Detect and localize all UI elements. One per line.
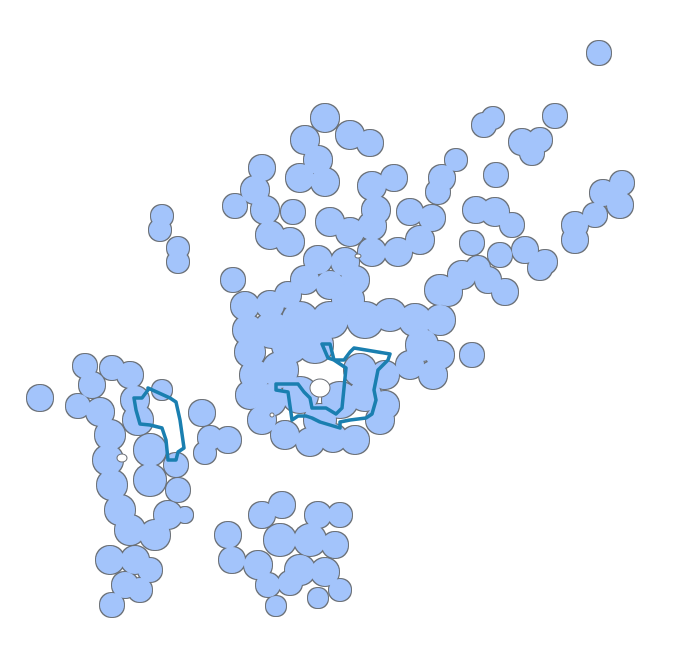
bottom-cluster (215, 492, 352, 616)
upper-right-cluster (472, 41, 611, 165)
right-arm-cluster (425, 149, 634, 367)
buffer-circles-layer (27, 41, 634, 617)
cluster-gaps-layer (116, 253, 362, 463)
left-small-cluster (149, 205, 189, 273)
boundary-polygons-layer (132, 342, 392, 462)
left-boundary-polygon[interactable] (132, 386, 186, 462)
right-boundary-polygon[interactable] (274, 342, 392, 430)
central-cluster (221, 104, 462, 456)
left-cluster (27, 354, 241, 617)
